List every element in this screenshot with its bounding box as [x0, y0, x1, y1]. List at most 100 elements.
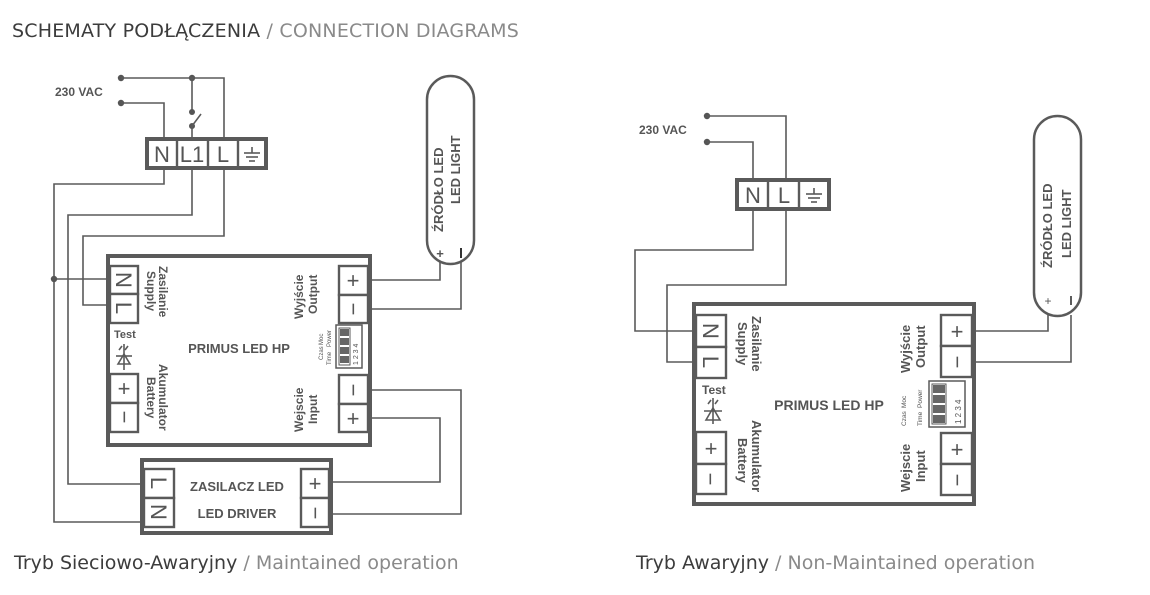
terminal-n: N: [745, 183, 761, 208]
led-light-label-en: LED LIGHT: [448, 135, 463, 204]
battery-label-pl: Akumulator: [749, 420, 764, 492]
caption-secondary: Maintained operation: [255, 552, 459, 574]
input-label-en: Input: [306, 395, 320, 424]
dip-label-power: Power: [917, 389, 924, 408]
wire-output-plus: [370, 262, 441, 281]
output-label-en: Output: [306, 275, 320, 314]
led-light: ŹRÓDŁO LED LED LIGHT +: [425, 74, 476, 266]
supply-terminal-n: N: [111, 272, 136, 288]
junction-dot: [50, 275, 58, 283]
title-primary: SCHEMATY PODŁĄCZENIA: [12, 20, 261, 42]
terminal-block: N L: [735, 178, 831, 211]
output-terminal-plus: +: [347, 268, 360, 293]
test-led-icon: [116, 344, 132, 370]
driver-label-pl: ZASILACZ LED: [190, 479, 284, 494]
caption-primary: Tryb Sieciowo-Awaryjny: [14, 552, 238, 574]
driver-terminal-n: N: [146, 504, 171, 520]
wire-neutral: [121, 102, 165, 138]
dip-switch[interactable]: 1 2 3 4: [928, 380, 966, 428]
battery-label-pl: Akumulator: [156, 364, 170, 431]
test-label: Test: [114, 329, 136, 341]
input-terminal-minus: −: [341, 384, 366, 397]
input-terminal-minus: −: [945, 474, 970, 487]
terminal-n: N: [154, 142, 170, 167]
supply-terminal-n: N: [698, 323, 723, 339]
caption-non-maintained: Tryb Awaryjny / Non-Maintained operation: [636, 552, 1035, 574]
led-driver: L N + − ZASILACZ LED LED DRIVER: [140, 458, 333, 535]
wire-output-minus: [370, 262, 462, 310]
led-light-label-pl: ŹRÓDŁO LED: [431, 148, 446, 233]
battery-terminal-plus: +: [705, 436, 718, 461]
mains-label: 230 VAC: [639, 123, 687, 137]
ground-icon: [806, 188, 822, 203]
wire-l1-to-driver: [67, 168, 193, 485]
caption-separator: /: [237, 552, 256, 574]
page-title: SCHEMATY PODŁĄCZENIA / CONNECTION DIAGRA…: [12, 20, 519, 42]
led-light-plus: +: [436, 246, 444, 261]
primus-device: N L Zasilanie Supply Test + − Akumulator…: [692, 302, 976, 506]
diagram-non-maintained: 230 VAC N L N L Zasilanie: [634, 112, 1083, 506]
terminal-block: N L1 L: [145, 137, 268, 170]
input-terminal-plus: +: [347, 406, 360, 431]
caption-separator: /: [769, 552, 788, 574]
test-led-icon: [704, 398, 722, 424]
supply-label-en: Supply: [735, 322, 750, 366]
ground-icon: [244, 147, 260, 162]
supply-label-en: Supply: [144, 271, 158, 311]
wire-n-to-driver: [53, 168, 165, 523]
diagram-maintained: 230 VAC N L1 L: [50, 74, 476, 535]
driver-terminal-l: L: [146, 477, 171, 489]
dip-label-power: Power: [327, 330, 333, 347]
wire-neutral: [707, 141, 754, 180]
device-frame: [692, 302, 976, 506]
mains-wires: [117, 74, 225, 138]
dip-label-moc: Moc: [319, 334, 325, 345]
led-light-label-en: LED LIGHT: [1059, 189, 1074, 258]
dip-label-czas: Czas: [901, 410, 908, 426]
output-label-pl: Wyjście: [898, 325, 913, 373]
terminal-l: L: [778, 183, 790, 208]
driver-terminal-minus: −: [303, 507, 328, 520]
battery-label-en: Battery: [144, 377, 158, 419]
dip-label-time: Time: [917, 411, 924, 426]
caption-maintained: Tryb Sieciowo-Awaryjny / Maintained oper…: [14, 552, 459, 574]
input-label-pl: Wejscie: [292, 387, 306, 432]
title-separator: /: [260, 20, 280, 42]
device-frame: [106, 254, 372, 447]
mains-label: 230 VAC: [55, 85, 103, 99]
dip-numbers: 1 2 3 4: [954, 399, 963, 424]
dip-switch[interactable]: 1 2 3 4: [335, 324, 363, 369]
battery-terminal-minus: −: [698, 473, 723, 486]
terminal-l: L: [217, 142, 229, 167]
input-terminal-plus: +: [951, 437, 964, 462]
dip-label-time: Time: [327, 351, 333, 365]
wire-n-to-supply: [634, 209, 754, 332]
supply-label-pl: Zasilanie: [749, 316, 764, 372]
switch-blade-icon: [191, 113, 202, 127]
battery-label-en: Battery: [735, 438, 750, 484]
output-label-pl: Wyjście: [292, 274, 306, 319]
led-light-plus: +: [1044, 294, 1051, 308]
wire-l-to-supply: [82, 168, 225, 306]
battery-terminal-minus: −: [112, 411, 137, 424]
caption-primary: Tryb Awaryjny: [636, 552, 769, 574]
wire-line: [121, 77, 225, 138]
supply-label-pl: Zasilanie: [156, 266, 170, 318]
caption-secondary: Non-Maintained operation: [787, 552, 1036, 574]
wire-output-plus: [974, 315, 1049, 332]
test-label: Test: [702, 383, 726, 397]
output-label-en: Output: [913, 325, 928, 368]
wire-l-to-supply: [666, 209, 787, 363]
primus-device: N L Zasilanie Supply Test + − Akumulator…: [106, 254, 372, 447]
dip-numbers: 1 2 3 4: [353, 343, 360, 365]
dip-label-czas: Czas: [319, 346, 325, 360]
output-terminal-plus: +: [951, 319, 964, 344]
output-terminal-minus: −: [945, 356, 970, 369]
switch-contact: [189, 109, 195, 115]
driver-label-en: LED DRIVER: [198, 506, 277, 521]
wire-input-plus: [333, 417, 441, 483]
driver-terminal-plus: +: [309, 471, 322, 496]
device-name: PRIMUS LED HP: [774, 397, 884, 413]
battery-terminal-plus: +: [118, 376, 131, 401]
